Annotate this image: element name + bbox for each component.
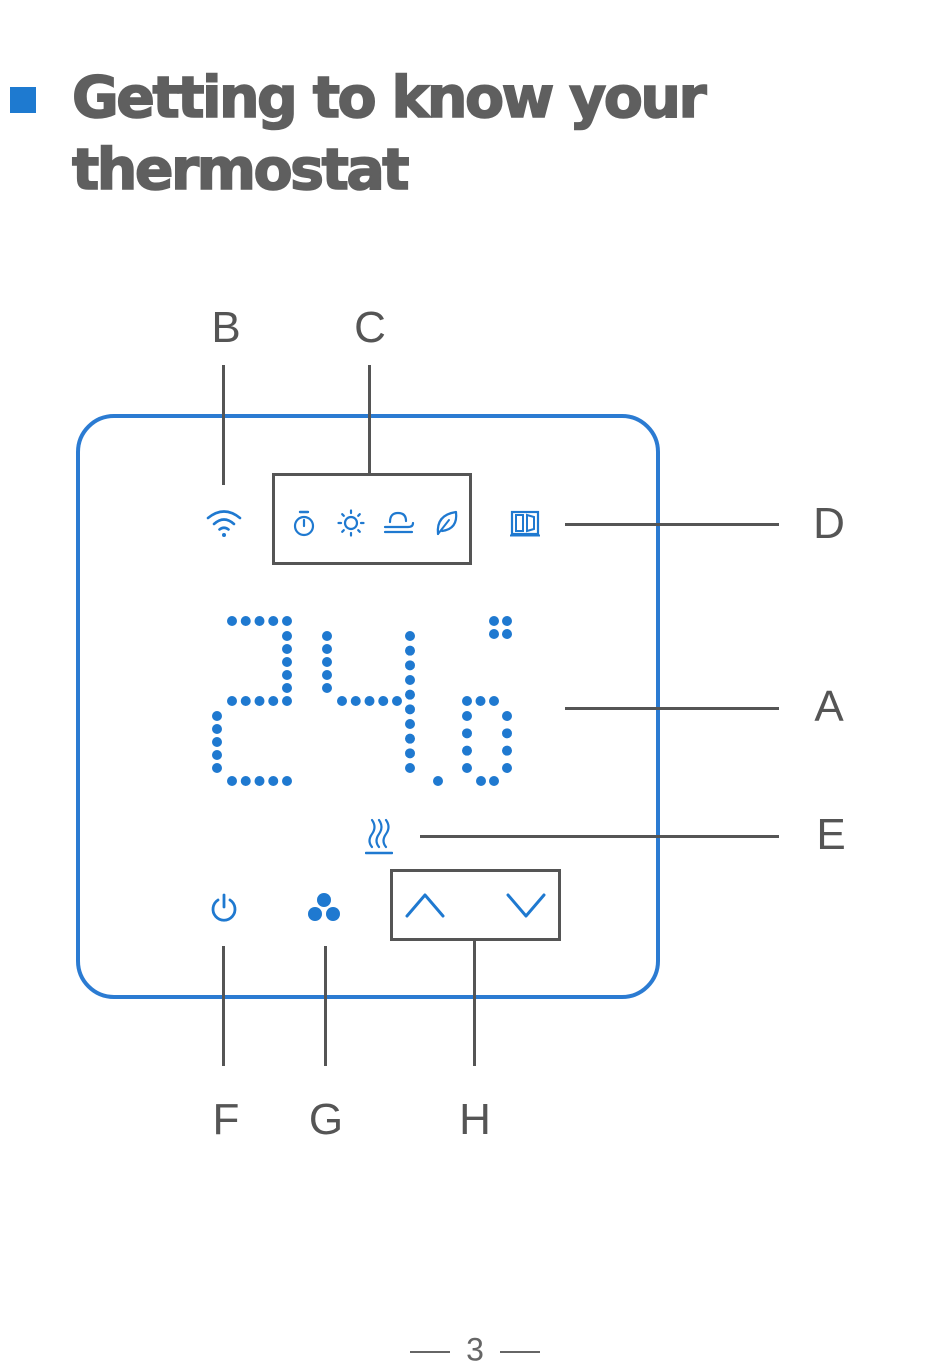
fan-icon[interactable]: [306, 891, 342, 923]
callout-label-e: E: [816, 813, 845, 857]
callout-label-g: G: [309, 1098, 343, 1142]
wind-icon[interactable]: [382, 510, 416, 536]
callout-label-b: B: [211, 306, 240, 350]
timer-icon[interactable]: [291, 510, 317, 538]
heating-icon: [365, 817, 393, 857]
down-arrow-icon[interactable]: [505, 888, 547, 922]
callout-label-d: D: [813, 502, 845, 546]
page-title-line2: thermostat: [72, 137, 407, 203]
wifi-icon: [204, 506, 244, 538]
up-arrow-icon[interactable]: [404, 888, 446, 922]
page-title-line1: Getting to know your: [72, 65, 704, 131]
callout-label-h: H: [459, 1098, 491, 1142]
window-icon: [510, 510, 540, 538]
sun-icon[interactable]: [337, 509, 365, 537]
callout-label-a: A: [814, 685, 843, 729]
page-title: Getting to know your thermostat: [72, 62, 832, 206]
page-number-dash-right: [500, 1351, 540, 1353]
leader-line-c: [368, 365, 371, 475]
callout-label-c: C: [354, 306, 386, 350]
leader-line-b: [222, 365, 225, 485]
page-number: 3: [466, 1332, 484, 1369]
leaf-icon[interactable]: [434, 509, 460, 537]
page-number-dash-left: [410, 1351, 450, 1353]
power-icon[interactable]: [208, 892, 240, 924]
leader-line-e: [420, 835, 779, 838]
callout-label-f: F: [213, 1098, 240, 1142]
leader-line-d: [565, 523, 779, 526]
leader-line-h: [473, 940, 476, 1066]
leader-line-g: [324, 946, 327, 1066]
title-bullet: [10, 87, 36, 113]
leader-line-f: [222, 946, 225, 1066]
leader-line-a: [565, 707, 779, 710]
